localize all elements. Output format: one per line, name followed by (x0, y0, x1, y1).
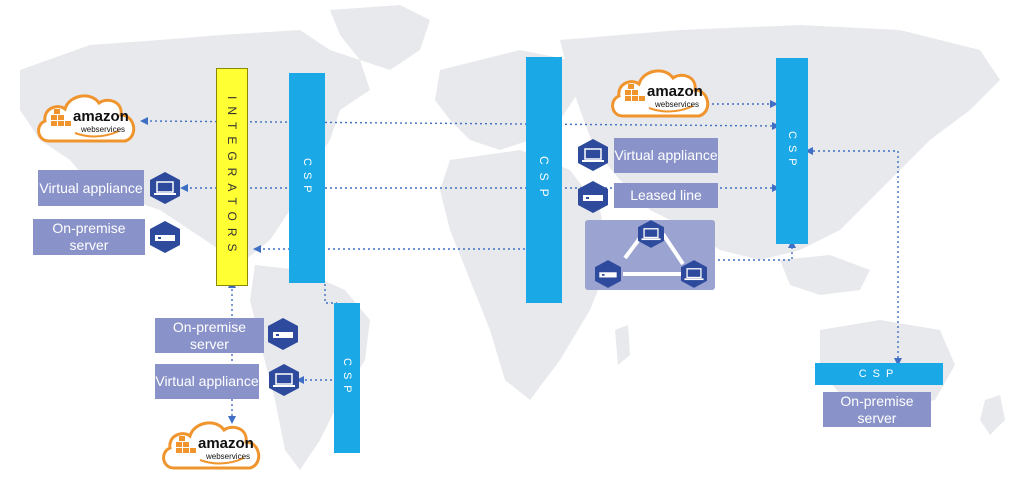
laptop-icon (150, 172, 180, 204)
csp-label: CSP (786, 130, 798, 172)
aws-cloud-icon: amazon webservices (160, 416, 264, 476)
csp-label: CSP (341, 357, 353, 399)
label-on-premise-server-left: On-premise server (33, 219, 145, 255)
csp-label: CSP (858, 368, 900, 380)
label-leased-line: Leased line (614, 183, 718, 208)
integrators-label: INTEGRATORS (225, 95, 239, 259)
csp-label: CSP (537, 155, 551, 205)
label-virtual-appliance-bottom: Virtual appliance (155, 364, 259, 399)
csp-bar-asia: CSP (776, 58, 808, 244)
csp-bar-south-america: CSP (334, 303, 360, 453)
laptop-icon (578, 139, 608, 171)
server-icon (150, 221, 180, 253)
aws-cloud-icon: amazon webservices (609, 64, 713, 124)
aws-cloud-outline (37, 94, 136, 143)
aws-subword: webservices (206, 452, 251, 461)
aws-word: amazon (73, 108, 129, 125)
aws-word: amazon (647, 83, 703, 100)
label-virtual-appliance-left: Virtual appliance (38, 170, 144, 206)
csp-bar-europe-africa: CSP (526, 57, 562, 303)
csp-bar-north-america: CSP (289, 73, 325, 283)
laptop-icon (681, 260, 707, 288)
server-icon (268, 318, 298, 350)
mesh-network-box (585, 220, 715, 290)
aws-cloud-outline (162, 421, 261, 470)
label-on-premise-server-bottom: On-premise server (155, 318, 264, 353)
laptop-icon (269, 364, 299, 396)
csp-label: CSP (301, 157, 313, 199)
label-virtual-appliance-center: Virtual appliance (614, 138, 718, 173)
aws-cloud-outline (611, 69, 710, 118)
aws-word: amazon (198, 435, 254, 452)
label-on-premise-server-right: On-premise server (823, 392, 931, 427)
aws-cloud-icon: amazon webservices (35, 89, 139, 149)
laptop-icon (638, 220, 664, 248)
server-icon (595, 260, 621, 288)
aws-subword: webservices (655, 100, 700, 109)
aws-subword: webservices (81, 125, 126, 134)
server-icon (578, 181, 608, 213)
csp-bar-australia: CSP (815, 363, 943, 385)
integrators-bar: INTEGRATORS (216, 68, 248, 286)
